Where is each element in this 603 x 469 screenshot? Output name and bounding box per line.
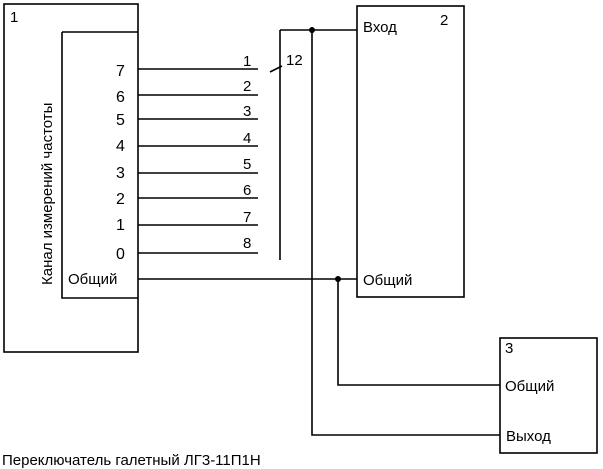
switch-contact-2: 2 [243, 78, 251, 95]
wire-block-3-common [337, 279, 500, 386]
channel-label: Канал измерений частоты [39, 103, 56, 285]
block-3-common-label: Общий [505, 378, 554, 395]
pin-label-0: 0 [116, 246, 125, 263]
block-3 [499, 337, 598, 454]
pin-label-3: 3 [116, 165, 125, 182]
switch-common-label: 12 [286, 52, 303, 69]
switch-contact-5: 5 [243, 156, 251, 173]
pin-label-4: 4 [116, 138, 125, 155]
pin-label-2: 2 [116, 191, 125, 208]
switch-contact-7: 7 [243, 209, 251, 226]
diagram-caption: Переключатель галетный ЛГ3-11П1Н [2, 452, 261, 469]
switch-contact-6: 6 [243, 182, 251, 199]
wire-block-3-output [311, 30, 500, 436]
block-1-common-label: Общий [68, 271, 117, 288]
block-3-number: 3 [505, 340, 513, 357]
block-1-number: 1 [10, 9, 18, 26]
block-1-outer [3, 3, 139, 353]
pin-label-5: 5 [116, 112, 125, 129]
pin-label-7: 7 [116, 63, 125, 80]
block-2 [356, 5, 465, 298]
pin-label-6: 6 [116, 89, 125, 106]
switch-lever [269, 65, 283, 73]
pin-label-1: 1 [116, 217, 125, 234]
block-1-inner-panel [61, 31, 138, 299]
switch-contact-1: 1 [243, 53, 251, 70]
switch-contact-4: 4 [243, 130, 251, 147]
block-2-common-label: Общий [363, 272, 412, 289]
block-2-number: 2 [440, 12, 448, 29]
switch-contact-8: 8 [243, 235, 251, 252]
block-2-input-label: Вход [363, 19, 397, 36]
switch-contact-3: 3 [243, 103, 251, 120]
block-3-output-label: Выход [506, 428, 551, 445]
